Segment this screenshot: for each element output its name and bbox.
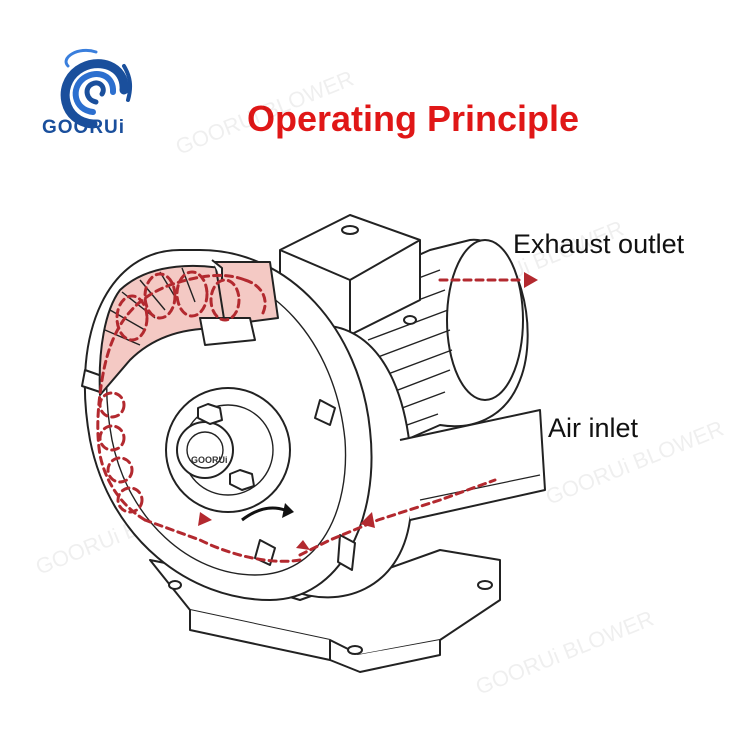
goorui-swirl-logo-icon — [60, 49, 133, 129]
curved-arrow-icon — [241, 506, 286, 522]
hub-logo-text: GOORUi — [191, 455, 228, 465]
page-title: Operating Principle — [247, 98, 580, 139]
brand-logo-text: GOORUi — [42, 117, 126, 138]
curved-arrow-head-icon — [282, 503, 294, 518]
blower-housing — [269, 324, 546, 599]
air-inlet-label: Air inlet — [548, 413, 639, 443]
inner-inlet-arrow-icon — [296, 540, 310, 550]
inner-flow-arrow-icon — [198, 512, 212, 526]
exhaust-outlet-label: Exhaust outlet — [513, 229, 685, 259]
front-cover — [81, 249, 373, 601]
airflow-path — [96, 270, 522, 563]
exhaust-arrow-icon — [524, 272, 538, 288]
inlet-arrow-icon — [360, 512, 375, 528]
